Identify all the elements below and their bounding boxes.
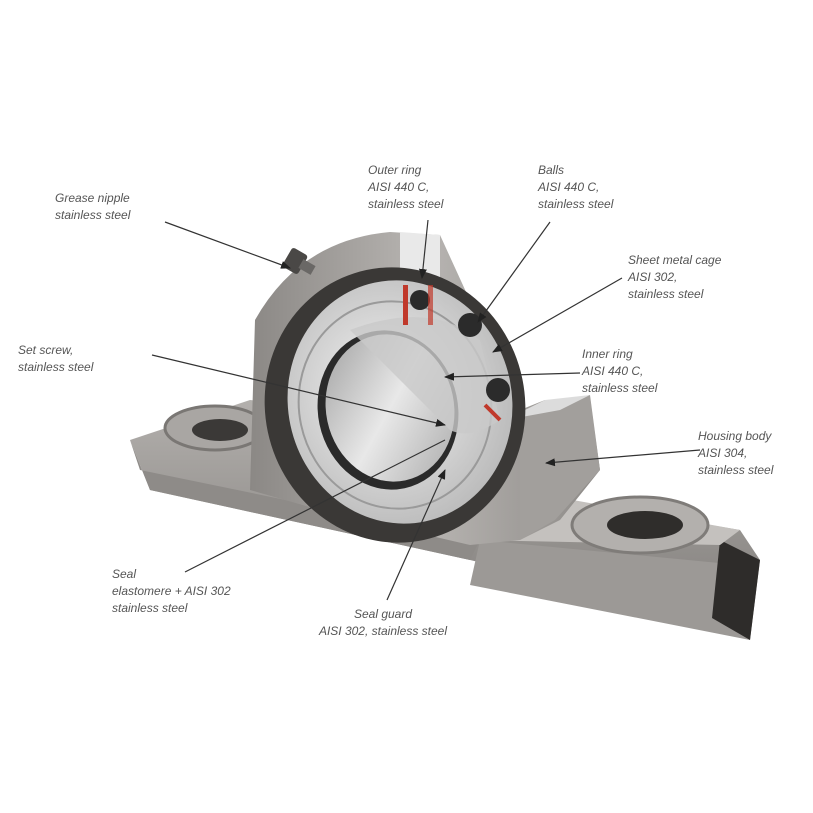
label-outer-ring: Outer ring AISI 440 C, stainless steel [368,162,443,213]
label-line: stainless steel [698,463,774,477]
label-set-screw: Set screw, stainless steel [18,342,93,376]
label-line: AISI 304, [698,446,748,460]
label-line: elastomere + AISI 302 [112,584,231,598]
label-line: AISI 302, [628,270,678,284]
label-line: AISI 440 C, [582,364,644,378]
mounting-hole-right [570,495,710,555]
label-line: Set screw, [18,343,74,357]
label-line: Housing body [698,429,772,443]
label-seal: Seal elastomere + AISI 302 stainless ste… [112,566,231,617]
label-line: stainless steel [368,197,444,211]
label-line: Inner ring [582,347,633,361]
label-line: AISI 440 C, [368,180,430,194]
bearing-insert [264,267,526,543]
leader-lines [151,219,701,601]
label-line: Seal guard [353,607,413,621]
ball-cage-cutaway [403,285,510,422]
label-line: AISI 302, stainless steel [318,624,448,638]
label-line: stainless steel [112,601,188,615]
label-grease-nipple: Grease nipple stainless steel [55,190,130,224]
label-line: AISI 440 C, [538,180,600,194]
label-inner-ring: Inner ring AISI 440 C, stainless steel [582,346,657,397]
label-seal-guard: Seal guard AISI 302, stainless steel [298,606,468,640]
label-housing-body: Housing body AISI 304, stainless steel [698,428,773,479]
label-line: stainless steel [538,197,614,211]
label-line: stainless steel [55,208,131,222]
label-line: Seal [112,567,137,581]
label-line: Balls [538,163,565,177]
label-line: stainless steel [628,287,704,301]
label-line: Grease nipple [55,191,130,205]
label-balls: Balls AISI 440 C, stainless steel [538,162,613,213]
label-line: stainless steel [582,381,658,395]
mounting-hole-left [163,404,267,452]
label-line: stainless steel [18,360,94,374]
label-line: Sheet metal cage [628,253,722,267]
label-sheet-metal-cage: Sheet metal cage AISI 302, stainless ste… [628,252,721,303]
label-line: Outer ring [368,163,422,177]
